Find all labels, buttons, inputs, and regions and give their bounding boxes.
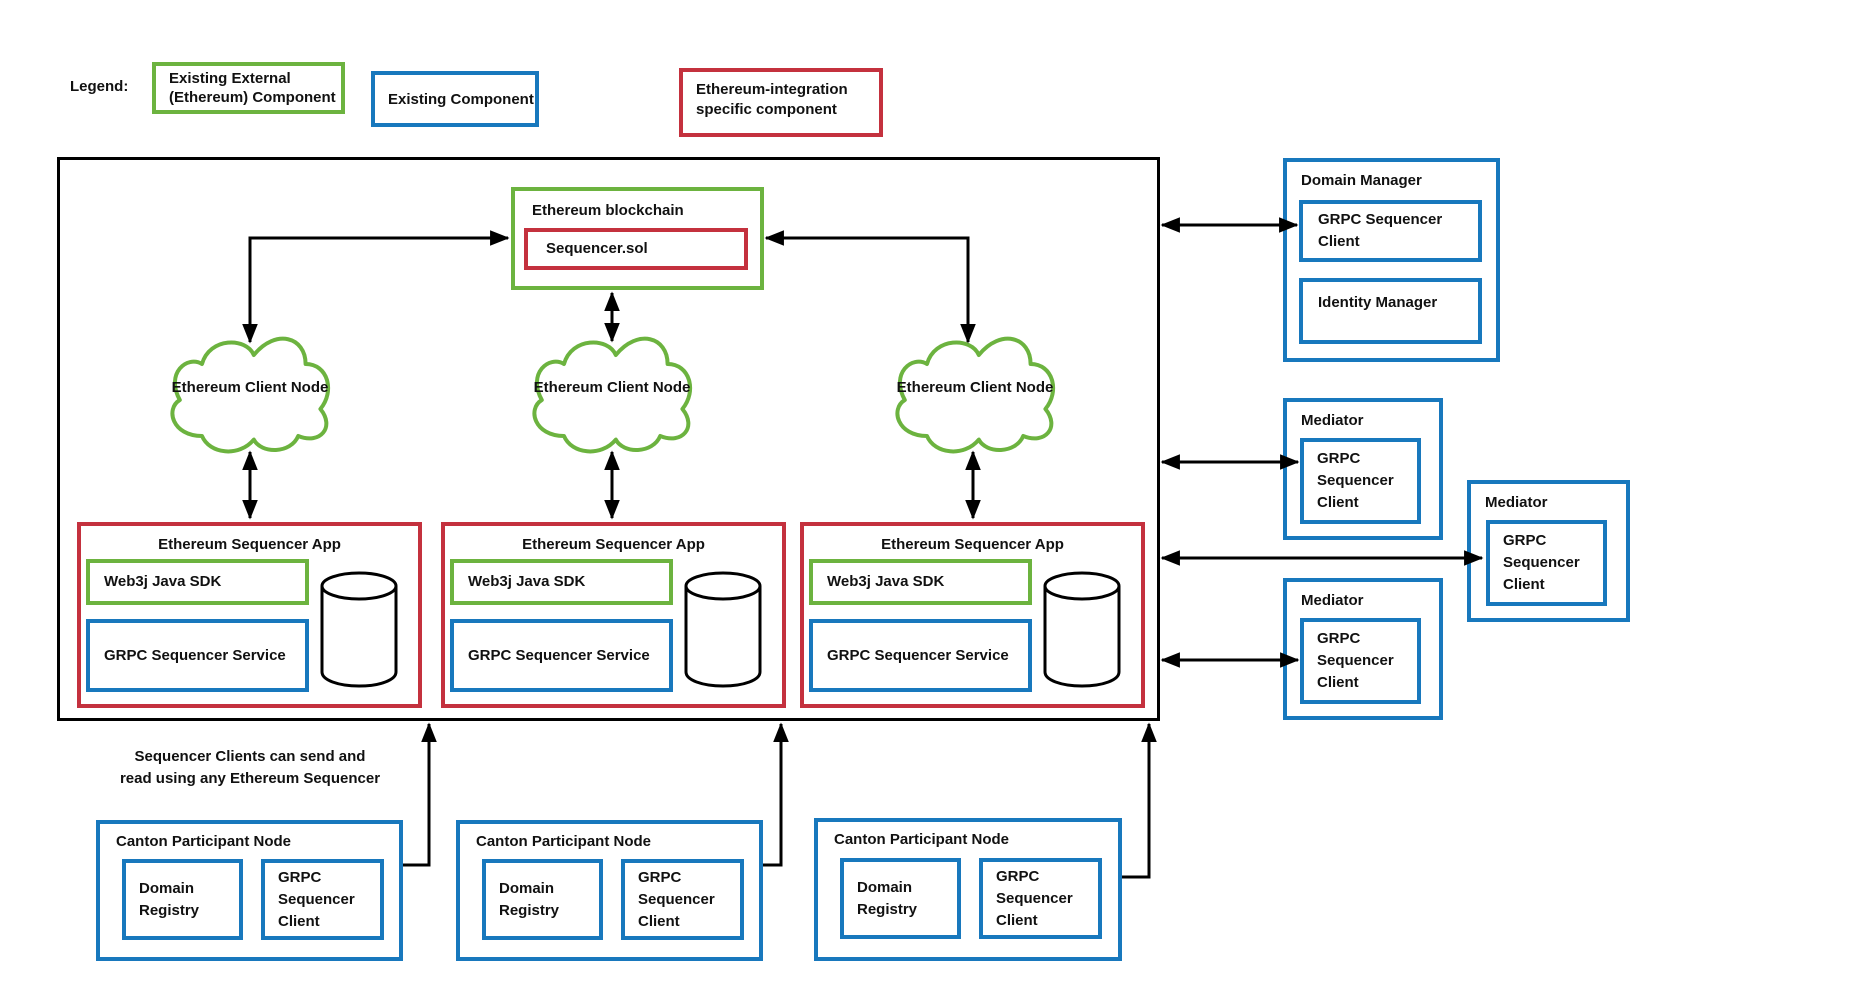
- grpc-sequencer-client-label: GRPC Sequencer Client: [638, 868, 715, 930]
- mediator-box-3: Mediator GRPC Sequencer Client: [1283, 578, 1443, 720]
- grpc-sequencer-client-box: GRPC Sequencer Client: [979, 858, 1102, 939]
- domain-registry-box: Domain Registry: [840, 858, 961, 939]
- grpc-sequencer-client-label: GRPC Sequencer Client: [1503, 532, 1580, 593]
- identity-manager-label: Identity Manager: [1318, 294, 1438, 311]
- sequencer-app-title: Ethereum Sequencer App: [522, 536, 705, 553]
- grpc-sequencer-client-box: GRPC Sequencer Client: [1300, 618, 1421, 704]
- web3j-sdk-label: Web3j Java SDK: [104, 573, 222, 590]
- ethereum-client-node-label-1: Ethereum Client Node: [171, 379, 329, 396]
- sequencer-app-box-3: Ethereum Sequencer App Web3j Java SDK GR…: [800, 522, 1145, 708]
- domain-registry-box: Domain Registry: [482, 859, 603, 940]
- grpc-sequencer-client-box: GRPC Sequencer Client: [1299, 200, 1482, 262]
- web3j-sdk-box: Web3j Java SDK: [450, 559, 673, 605]
- note-line-1: Sequencer Clients can send and: [134, 748, 366, 765]
- legend-item-existing-component: Existing Component: [388, 90, 534, 108]
- note-text: Sequencer Clients can send and read usin…: [80, 746, 420, 790]
- sequencer-app-title: Ethereum Sequencer App: [881, 536, 1064, 553]
- domain-registry-label: Domain Registry: [499, 879, 560, 919]
- canton-participant-node-box-1: Canton Participant Node Domain Registry …: [96, 820, 403, 961]
- arrow-canton3-main: [1122, 722, 1157, 879]
- grpc-sequencer-client-label: GRPC Sequencer Client: [1318, 211, 1443, 250]
- grpc-sequencer-client-label: GRPC Sequencer Client: [996, 867, 1073, 929]
- web3j-sdk-box: Web3j Java SDK: [809, 559, 1032, 605]
- web3j-sdk-label: Web3j Java SDK: [827, 573, 945, 590]
- domain-manager-title: Domain Manager: [1301, 172, 1422, 189]
- sequencer-app-box-2: Ethereum Sequencer App Web3j Java SDK GR…: [441, 522, 786, 708]
- sequencer-app-title: Ethereum Sequencer App: [158, 536, 341, 553]
- grpc-sequencer-service-label: GRPC Sequencer Service: [104, 646, 286, 664]
- domain-registry-label: Domain Registry: [139, 879, 200, 919]
- domain-registry-box: Domain Registry: [122, 859, 243, 940]
- canton-participant-node-box-3: Canton Participant Node Domain Registry …: [814, 818, 1122, 961]
- domain-registry-label: Domain Registry: [857, 878, 918, 918]
- mediator-box-2: Mediator GRPC Sequencer Client: [1467, 480, 1630, 622]
- main-boundary-box: [57, 157, 1160, 721]
- grpc-sequencer-client-box: GRPC Sequencer Client: [1486, 520, 1607, 606]
- grpc-sequencer-client-box: GRPC Sequencer Client: [1300, 438, 1421, 524]
- legend-item-existing-external: Existing External (Ethereum) Component: [169, 70, 336, 106]
- domain-manager-box: Domain Manager GRPC Sequencer Client Ide…: [1283, 158, 1500, 362]
- grpc-sequencer-service-box: GRPC Sequencer Service: [450, 619, 673, 692]
- grpc-sequencer-service-label: GRPC Sequencer Service: [468, 646, 650, 664]
- grpc-sequencer-client-box: GRPC Sequencer Client: [621, 859, 744, 940]
- grpc-sequencer-service-box: GRPC Sequencer Service: [86, 619, 309, 692]
- canton-node-title: Canton Participant Node: [116, 833, 292, 850]
- grpc-sequencer-client-box: GRPC Sequencer Client: [261, 859, 384, 940]
- mediator-title: Mediator: [1301, 412, 1364, 429]
- legend-label: Legend:: [70, 78, 129, 95]
- mediator-box-1: Mediator GRPC Sequencer Client: [1283, 398, 1443, 540]
- canton-node-title: Canton Participant Node: [476, 833, 652, 850]
- arrow-canton2-main: [763, 722, 789, 867]
- grpc-sequencer-client-label: GRPC Sequencer Client: [1317, 450, 1394, 511]
- sequencer-sol-box: Sequencer.sol: [524, 228, 748, 270]
- ethereum-blockchain-title: Ethereum blockchain: [532, 202, 684, 219]
- canton-participant-node-box-2: Canton Participant Node Domain Registry …: [456, 820, 763, 961]
- ethereum-client-node-label-2: Ethereum Client Node: [533, 379, 691, 396]
- identity-manager-box: Identity Manager: [1299, 278, 1482, 344]
- note-line-2: read using any Ethereum Sequencer: [119, 770, 381, 787]
- legend-item-ethereum-specific: Ethereum-integration specific component: [696, 81, 848, 118]
- ethereum-client-node-label-3: Ethereum Client Node: [896, 379, 1054, 396]
- web3j-sdk-box: Web3j Java SDK: [86, 559, 309, 605]
- grpc-sequencer-service-box: GRPC Sequencer Service: [809, 619, 1032, 692]
- mediator-title: Mediator: [1301, 592, 1364, 609]
- web3j-sdk-label: Web3j Java SDK: [468, 573, 586, 590]
- ethereum-blockchain-box: Ethereum blockchain: [511, 187, 764, 290]
- canton-node-title: Canton Participant Node: [834, 831, 1010, 848]
- grpc-sequencer-client-label: GRPC Sequencer Client: [1317, 630, 1394, 691]
- grpc-sequencer-client-label: GRPC Sequencer Client: [278, 868, 355, 930]
- sequencer-app-box-1: Ethereum Sequencer App Web3j Java SDK GR…: [77, 522, 422, 708]
- grpc-sequencer-service-label: GRPC Sequencer Service: [827, 646, 1009, 664]
- mediator-title: Mediator: [1485, 494, 1548, 511]
- sequencer-sol-label: Sequencer.sol: [546, 240, 648, 257]
